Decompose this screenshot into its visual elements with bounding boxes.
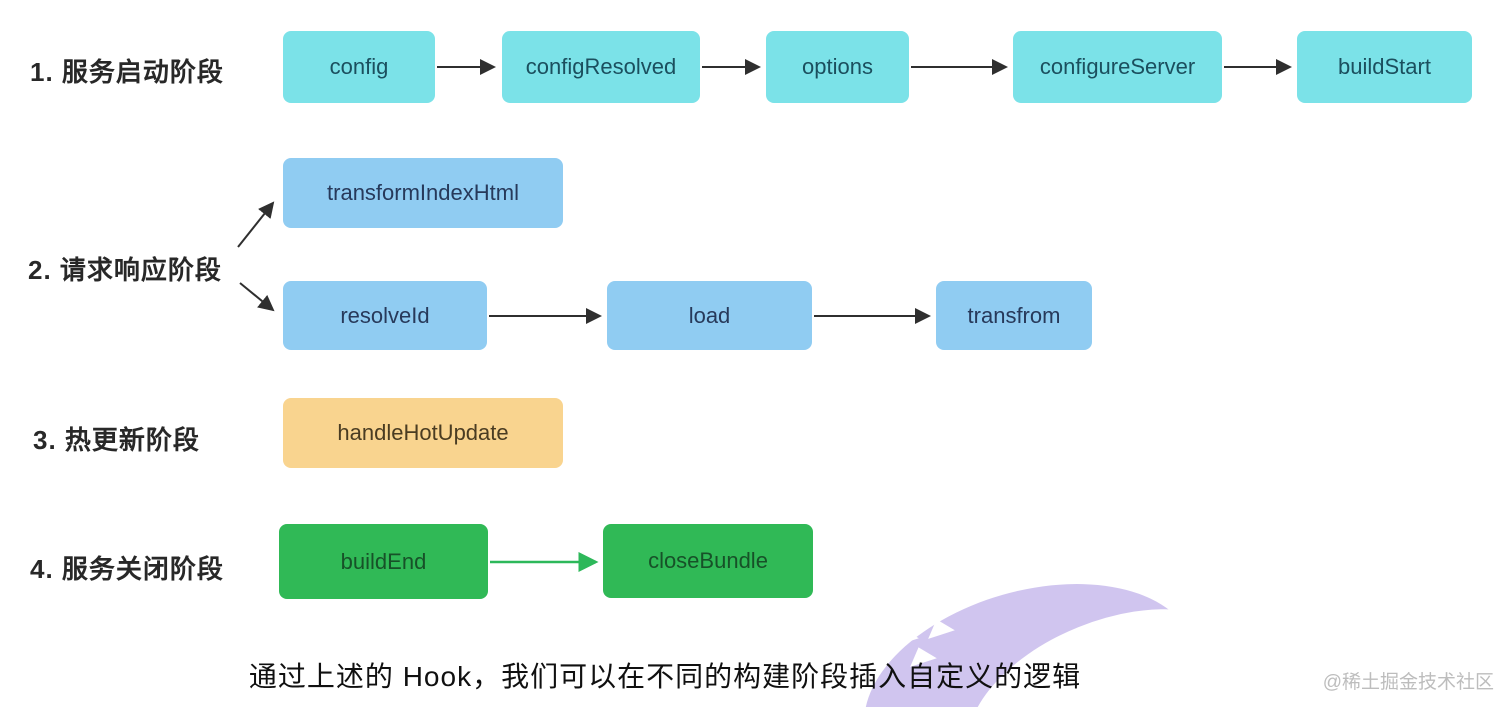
hook-box-resolveId: resolveId <box>283 281 487 350</box>
stage-label-server-close: 4. 服务关闭阶段 <box>30 554 224 584</box>
hook-box-transformIndexHtml: transformIndexHtml <box>283 158 563 228</box>
hook-box-transfrom: transfrom <box>936 281 1092 350</box>
hook-box-buildEnd: buildEnd <box>279 524 488 599</box>
hook-box-closeBundle: closeBundle <box>603 524 813 598</box>
hook-box-configureServer: configureServer <box>1013 31 1222 103</box>
hook-box-buildStart: buildStart <box>1297 31 1472 103</box>
logo-chevron <box>905 595 937 619</box>
hook-box-config: config <box>283 31 435 103</box>
hook-box-load: load <box>607 281 812 350</box>
stage-label-server-start: 1. 服务启动阶段 <box>30 57 224 87</box>
stage-label-request-response: 2. 请求响应阶段 <box>28 255 222 285</box>
community-watermark-text: @稀土掘金技术社区 <box>1322 672 1494 693</box>
arrow-stage2-to-transformIndexHtml <box>237 201 275 248</box>
stage-label-hot-update: 3. 热更新阶段 <box>33 425 200 455</box>
hook-box-configResolved: configResolved <box>502 31 700 103</box>
hook-box-handleHotUpdate: handleHotUpdate <box>283 398 563 468</box>
hook-box-options: options <box>766 31 909 103</box>
caption-text: 通过上述的 Hook，我们可以在不同的构建阶段插入自定义的逻辑 <box>248 661 1082 692</box>
arrow-stage2-to-resolveId <box>239 282 275 312</box>
